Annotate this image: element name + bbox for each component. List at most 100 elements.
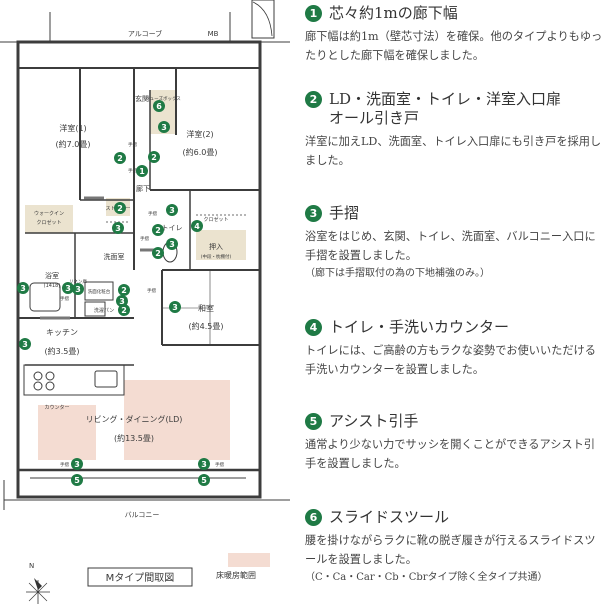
- label-entrance: 玄関: [135, 94, 149, 103]
- feature-marker-number: 3: [115, 224, 121, 233]
- feature-5: 5 アシスト引手 通常より少ない力でサッシを開くことができるアシスト引手を設置し…: [305, 412, 605, 473]
- feature-marker-number: 3: [22, 340, 28, 349]
- label-oshiire-sub: (中段・枕棚付): [201, 253, 232, 260]
- feature-title: 手摺: [329, 204, 360, 222]
- feature-marker-number: 3: [119, 297, 125, 306]
- feature-marker-number: 1: [139, 167, 145, 176]
- feature-title: スライドスツール: [329, 508, 450, 526]
- feature-title: トイレ・手洗いカウンター: [329, 318, 510, 336]
- feature-marker-3: [116, 295, 128, 307]
- label-walkin: ウォークイン: [34, 210, 64, 217]
- feature-marker-2: [114, 202, 126, 214]
- handrail-label: 手摺: [60, 295, 69, 302]
- feature-marker-3: [169, 301, 181, 313]
- feature-marker-number: 2: [117, 204, 123, 213]
- handrail-label: 手摺: [60, 461, 69, 468]
- feature-marker-number: 3: [75, 285, 81, 294]
- feature-marker-number: 2: [121, 286, 127, 295]
- feature-marker-number: 6: [156, 102, 162, 111]
- feature-marker-3: [19, 338, 31, 350]
- feature-marker-number: 3: [161, 123, 167, 132]
- plan-title-box: [87, 567, 193, 587]
- feature-marker-2: [152, 247, 164, 259]
- feature-title: LD・洗面室・トイレ・洋室入口扉オール引き戸: [329, 90, 561, 127]
- label-shoe-cabinet: シューズボックス: [145, 95, 181, 102]
- handrail-label: 手摺: [148, 210, 157, 217]
- feature-6: 6 スライドスツール 腰を掛けながらラクに靴の脱ぎ履きが行えるスライドスツールを…: [305, 508, 605, 586]
- feature-marker-number: 2: [151, 153, 157, 162]
- feature-title: アシスト引手: [329, 412, 419, 430]
- label-kitchen: キッチン: [46, 328, 78, 337]
- label-japanese-size: (約4.5畳): [189, 321, 224, 331]
- label-japanese: 和室: [198, 303, 214, 313]
- handrail-label: 手摺: [128, 141, 137, 148]
- feature-marker-3: [72, 283, 84, 295]
- feature-marker-3: [158, 121, 170, 133]
- feature-marker-3: [62, 282, 74, 294]
- feature-marker-number: 5: [74, 476, 80, 485]
- label-counter: カウンター: [44, 404, 69, 411]
- feature-marker-2: [118, 304, 130, 316]
- label-kitchen-size: (約3.5畳): [45, 346, 80, 356]
- floor-heating-zone-left: [38, 405, 96, 460]
- handrail-label: 手摺: [215, 461, 224, 468]
- feature-marker-1: [136, 165, 148, 177]
- feature-marker-number: 2: [117, 154, 123, 163]
- floor-plan: アルコーブ MB 玄関 シューズボックス 洋室(1) (約7.0畳) 洋室(2)…: [0, 0, 290, 604]
- compass-icon: [26, 578, 50, 604]
- feature-marker-3: [166, 204, 178, 216]
- label-western2: 洋室(2): [186, 129, 213, 139]
- feature-number-badge: 5: [305, 413, 322, 430]
- feature-title: 芯々約1mの廊下幅: [329, 4, 458, 22]
- label-western2-size: (約6.0畳): [183, 147, 218, 157]
- feature-marker-5: [71, 474, 83, 486]
- feature-marker-number: 4: [194, 222, 200, 231]
- feature-marker-5: [198, 474, 210, 486]
- feature-4: 4 トイレ・手洗いカウンター トイレには、ご高齢の方もラクな姿勢でお使いいただけ…: [305, 318, 605, 379]
- feature-marker-number: 3: [20, 284, 26, 293]
- feature-body: 通常より少ない力でサッシを開くことができるアシスト引手を設置しました。: [305, 438, 595, 470]
- compass-n: N: [29, 562, 34, 570]
- feature-body: 腰を掛けながらラクに靴の脱ぎ履きが行えるスライドスツールを設置しました。: [305, 534, 596, 566]
- feature-marker-3: [71, 458, 83, 470]
- oshiire-fill: [196, 230, 246, 260]
- feature-marker-number: 2: [155, 249, 161, 258]
- plan-title: Mタイプ間取図: [106, 572, 175, 584]
- label-alcove: アルコーブ: [128, 29, 162, 38]
- feature-marker-number: 3: [74, 460, 80, 469]
- feature-marker-2: [152, 224, 164, 236]
- label-balcony: バルコニー: [125, 511, 160, 519]
- feature-marker-3: [17, 282, 29, 294]
- handrail-label: 手摺: [128, 167, 137, 174]
- handrail-label: 手摺: [147, 287, 156, 294]
- feature-body: 洋室に加えLD、洗面室、トイレ入口扉にも引き戸を採用しました。: [305, 135, 602, 167]
- feature-body: 廊下幅は約1m（壁芯寸法）を確保。他のタイプよりもゆったりとした廊下幅を確保しま…: [305, 30, 603, 62]
- feature-number-badge: 4: [305, 319, 322, 336]
- feature-3: 3 手摺 浴室をはじめ、玄関、トイレ、洗面室、バルコニー入口に手摺を設置しました…: [305, 204, 605, 282]
- feature-note: （C・Ca・Car・Cb・Cbrタイプ除く全タイプ共通）: [305, 572, 548, 583]
- feature-marker-2: [148, 151, 160, 163]
- feature-marker-6: [153, 100, 165, 112]
- feature-marker-number: 3: [169, 206, 175, 215]
- label-toilet: トイレ: [162, 224, 183, 232]
- feature-body: 浴室をはじめ、玄関、トイレ、洗面室、バルコニー入口に手摺を設置しました。: [305, 230, 596, 262]
- feature-marker-2: [114, 152, 126, 164]
- legend-floor-heating-label: 床暖房範囲: [216, 570, 256, 580]
- feature-marker-4: [191, 220, 203, 232]
- feature-body: トイレには、ご高齢の方もラクな姿勢でお使いいただける手洗いカウンターを設置しまし…: [305, 344, 596, 376]
- walls: [0, 0, 290, 510]
- label-oshiire: 押入: [209, 242, 223, 251]
- feature-marker-number: 3: [65, 284, 71, 293]
- label-corridor: 廊下: [136, 184, 150, 193]
- label-washroom: 洗面室: [104, 252, 125, 261]
- feature-1: 1 芯々約1mの廊下幅 廊下幅は約1m（壁芯寸法）を確保。他のタイプよりもゆった…: [305, 4, 605, 65]
- handrail-label: 手摺: [140, 235, 149, 242]
- feature-number-badge: 3: [305, 205, 322, 222]
- feature-marker-number: 3: [201, 460, 207, 469]
- feature-number-badge: 2: [305, 91, 322, 108]
- feature-number-badge: 6: [305, 509, 322, 526]
- feature-marker-3: [112, 222, 124, 234]
- feature-marker-number: 2: [121, 306, 127, 315]
- label-bath: 浴室: [45, 271, 59, 280]
- feature-marker-3: [166, 238, 178, 250]
